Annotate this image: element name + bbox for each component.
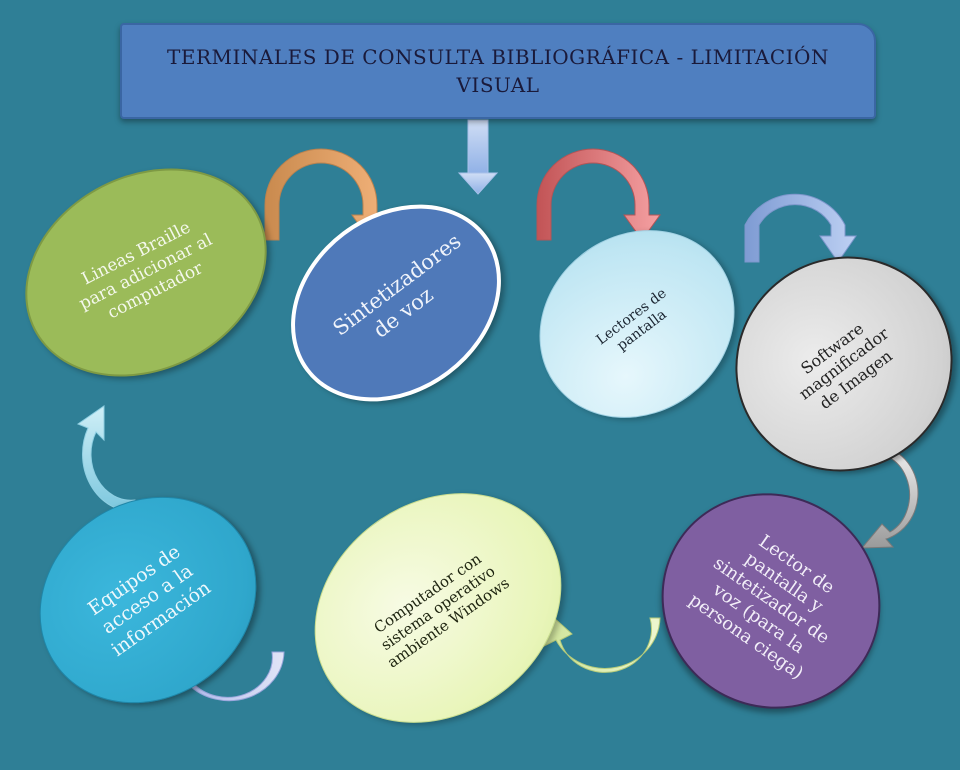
curved-arrow-orange-icon	[264, 148, 389, 241]
node-equipos-acceso-label: Equipos de acceso a la información	[84, 540, 215, 661]
diagram-title: TERMINALES DE CONSULTA BIBLIOGRÁFICA - L…	[167, 45, 829, 97]
curved-arrow-lime-icon	[543, 615, 661, 673]
node-sintetizadores-voz-label: Sintetizadores de voz	[328, 229, 466, 343]
curved-arrow-blue-icon	[744, 193, 857, 263]
diagram-title-box: TERMINALES DE CONSULTA BIBLIOGRÁFICA - L…	[120, 23, 876, 119]
curved-arrow-gray-icon	[859, 444, 919, 549]
arrow-down-icon	[457, 119, 499, 195]
node-lector-sintetizador-label: Lector de pantalla y sintetizador de voz…	[684, 531, 839, 684]
node-braille-label: Lineas Braille para adicionar al computa…	[76, 217, 216, 324]
curved-arrow-cyan-icon	[76, 405, 136, 513]
node-computador-windows-label: Computador con sistema operativo ambient…	[370, 549, 513, 672]
node-lectores-pantalla-label: Lectores de pantalla	[593, 285, 670, 355]
connector-arrows	[76, 119, 919, 702]
node-software-magnificador-label: Software magnificador de Imagen	[795, 318, 896, 413]
curved-arrow-red-icon	[536, 148, 661, 241]
